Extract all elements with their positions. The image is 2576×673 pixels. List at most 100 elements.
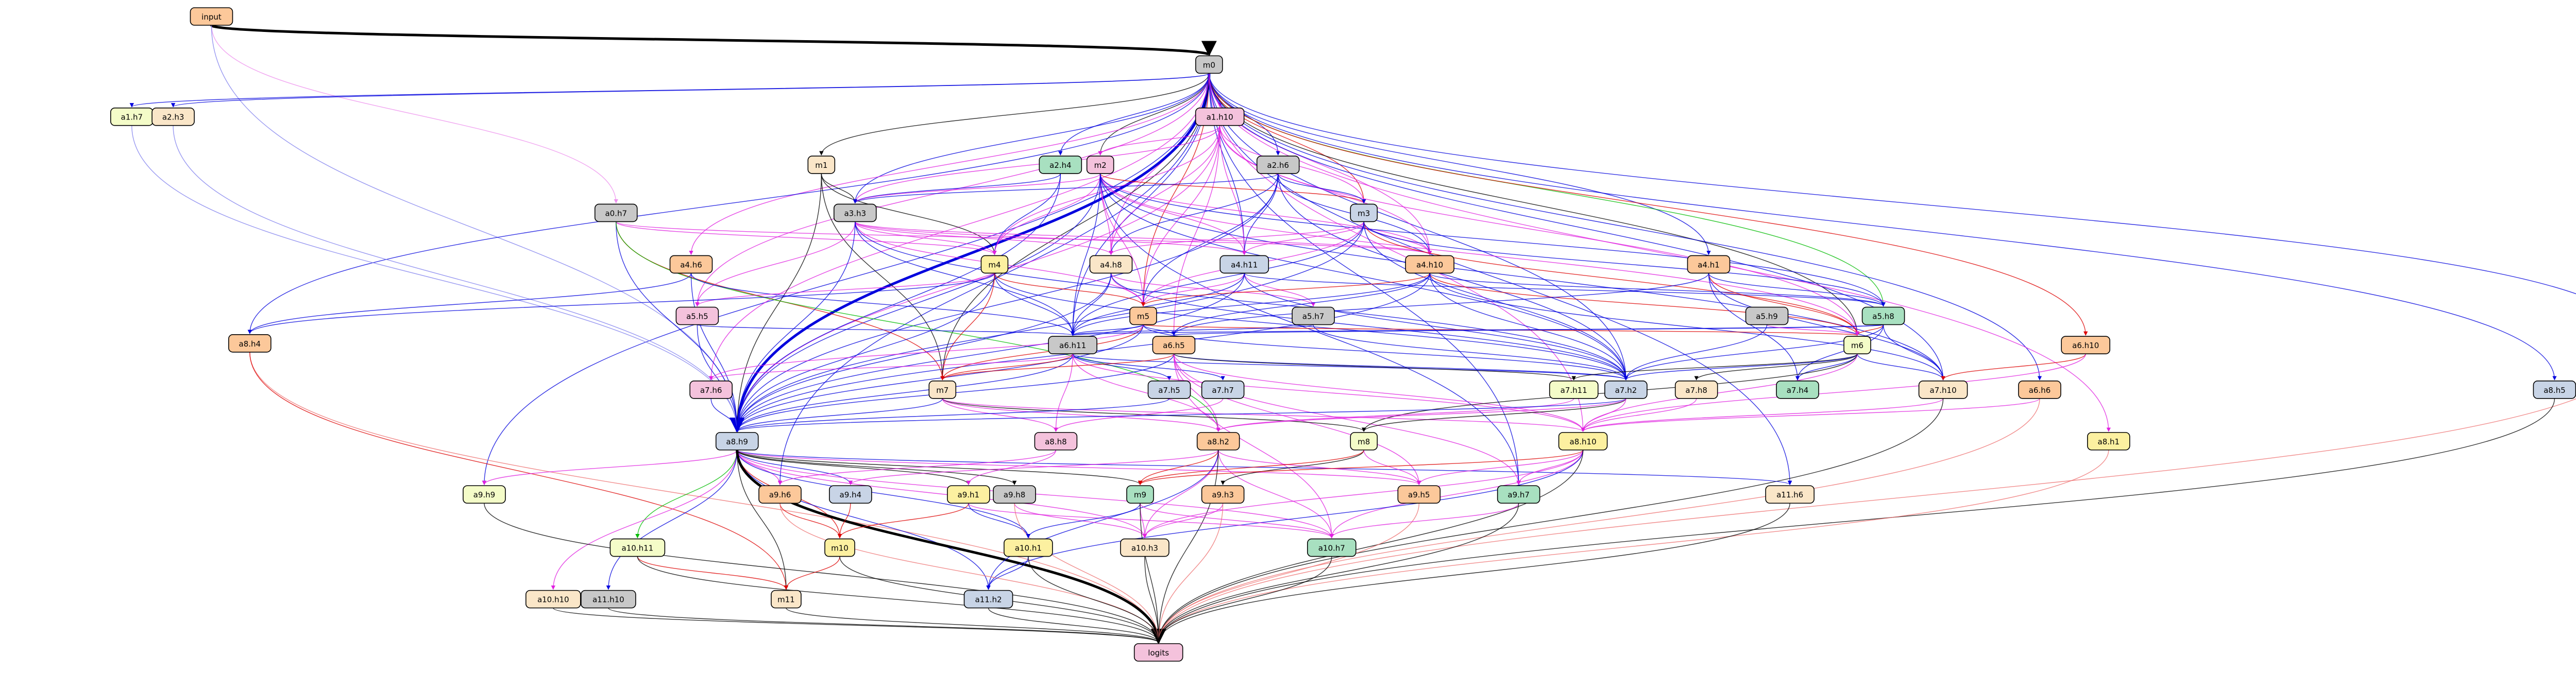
edge-a5.h7-to-a7.h2 <box>1313 324 1628 381</box>
node-a11-h2[interactable]: a11.h2 <box>963 590 1013 609</box>
node-box <box>1201 485 1245 504</box>
node-box <box>963 590 1013 609</box>
node-a7-h10[interactable]: a7.h10 <box>1918 381 1968 399</box>
node-label: m1 <box>815 161 827 170</box>
node-a2-h6[interactable]: a2.h6 <box>1256 156 1300 174</box>
node-a11-h10[interactable]: a11.h10 <box>581 590 636 609</box>
node-a5-h5[interactable]: a5.h5 <box>675 306 719 325</box>
edge-m0-to-a6.h3 <box>1209 73 2576 295</box>
node-box <box>1765 485 1815 504</box>
node-m9[interactable]: m9 <box>1126 485 1154 504</box>
node-m5[interactable]: m5 <box>1129 306 1157 325</box>
node-label: a11.h6 <box>1776 490 1803 499</box>
node-label: a10.h11 <box>622 544 654 553</box>
node-a10-h1[interactable]: a10.h1 <box>1004 538 1053 557</box>
node-m1[interactable]: m1 <box>807 156 836 174</box>
node-box <box>980 255 1009 274</box>
edge-m5-to-a6.h11 <box>1071 324 1144 336</box>
node-a10-h11[interactable]: a10.h11 <box>609 538 666 557</box>
node-m0[interactable]: m0 <box>1195 55 1223 74</box>
edge-a3.h3-to-a6.h11 <box>855 221 1075 336</box>
node-m3[interactable]: m3 <box>1350 203 1378 222</box>
edge-a4.h10-to-a6.h5 <box>1172 273 1430 336</box>
node-a9-h5[interactable]: a9.h5 <box>1397 485 1441 504</box>
node-a10-h7[interactable]: a10.h7 <box>1307 538 1357 557</box>
edge-a7.h2-to-a8.h10 <box>1581 398 1626 432</box>
edge-a6.h10-to-a8.h10 <box>1581 354 2086 432</box>
node-a5-h8[interactable]: a5.h8 <box>1861 306 1905 325</box>
node-a5-h9[interactable]: a5.h9 <box>1745 306 1789 325</box>
edge-m2-to-a9.h7 <box>1099 174 1521 486</box>
node-m2[interactable]: m2 <box>1086 156 1114 174</box>
node-logits[interactable]: logits <box>1133 643 1183 662</box>
edge-a4.h11-to-a5.h8 <box>1244 272 1886 307</box>
edge-a4.h11-to-a6.h11 <box>1070 273 1245 336</box>
edge-a0.h7-to-a4.h10 <box>616 221 1432 255</box>
node-label: a1.h7 <box>121 113 143 122</box>
node-a7-h5[interactable]: a7.h5 <box>1147 381 1191 399</box>
node-a7-h4[interactable]: a7.h4 <box>1776 381 1819 399</box>
node-a8-h2[interactable]: a8.h2 <box>1196 432 1240 451</box>
node-a8-h8[interactable]: a8.h8 <box>1034 432 1078 451</box>
node-a9-h7[interactable]: a9.h7 <box>1497 485 1540 504</box>
edge-m5-to-m7 <box>940 324 1144 381</box>
node-a8-h1[interactable]: a8.h1 <box>2087 432 2130 451</box>
node-a3-h3[interactable]: a3.h3 <box>833 203 877 222</box>
node-label: a10.h7 <box>1318 544 1345 553</box>
edge-a7.h2-to-a8.h9 <box>735 398 1626 432</box>
node-a0-h7[interactable]: a0.h7 <box>594 203 638 222</box>
node-a9-h8[interactable]: a9.h8 <box>993 485 1036 504</box>
node-a6-h11[interactable]: a6.h11 <box>1048 336 1097 354</box>
node-m10[interactable]: m10 <box>824 538 855 557</box>
node-a9-h6[interactable]: a9.h6 <box>758 485 802 504</box>
node-a7-h11[interactable]: a7.h11 <box>1549 381 1599 399</box>
node-box <box>928 381 957 399</box>
node-a8-h4[interactable]: a8.h4 <box>228 334 272 353</box>
node-a5-h7[interactable]: a5.h7 <box>1292 306 1335 325</box>
node-a7-h2[interactable]: a7.h2 <box>1604 381 1648 399</box>
edge-m0-to-a9.h7 <box>1209 73 1521 486</box>
node-a2-h4[interactable]: a2.h4 <box>1039 156 1082 174</box>
edge-m1-to-a8.h9 <box>735 174 822 432</box>
node-label: a9.h6 <box>769 490 791 499</box>
edge-m0-to-a4.h11 <box>1209 73 1247 255</box>
node-a9-h3[interactable]: a9.h3 <box>1201 485 1245 504</box>
node-m6[interactable]: m6 <box>1843 336 1871 354</box>
node-m4[interactable]: m4 <box>980 255 1009 274</box>
node-input[interactable]: input <box>190 7 233 26</box>
node-a4-h10[interactable]: a4.h10 <box>1405 255 1454 274</box>
node-a4-h6[interactable]: a4.h6 <box>669 255 713 274</box>
node-a7-h6[interactable]: a7.h6 <box>689 381 733 399</box>
node-box <box>1549 381 1599 399</box>
node-a1-h7[interactable]: a1.h7 <box>110 107 154 126</box>
edge-m8-to-a9.h5 <box>1363 450 1421 486</box>
node-box <box>1558 432 1608 451</box>
node-a6-h6[interactable]: a6.h6 <box>2018 381 2061 399</box>
node-a6-h10[interactable]: a6.h10 <box>2061 336 2111 354</box>
node-m7[interactable]: m7 <box>928 381 957 399</box>
node-a4-h8[interactable]: a4.h8 <box>1089 255 1133 274</box>
node-a7-h8[interactable]: a7.h8 <box>1674 381 1718 399</box>
node-m8[interactable]: m8 <box>1350 432 1378 451</box>
node-m11[interactable]: m11 <box>771 590 802 609</box>
node-label: a5.h8 <box>1872 312 1894 321</box>
node-a1-h10[interactable]: a1.h10 <box>1195 107 1245 126</box>
node-a4-h1[interactable]: a4.h1 <box>1687 255 1731 274</box>
node-a2-h3[interactable]: a2.h3 <box>151 107 195 126</box>
node-a4-h11[interactable]: a4.h11 <box>1219 255 1269 274</box>
node-a9-h4[interactable]: a9.h4 <box>829 485 872 504</box>
node-a11-h6[interactable]: a11.h6 <box>1765 485 1815 504</box>
node-a6-h5[interactable]: a6.h5 <box>1152 336 1196 354</box>
node-a8-h9[interactable]: a8.h9 <box>715 432 759 451</box>
node-label: a9.h5 <box>1408 490 1430 499</box>
edge-a4.h10-to-a7.h2 <box>1429 273 1629 381</box>
node-a9-h1[interactable]: a9.h1 <box>947 485 990 504</box>
node-a10-h3[interactable]: a10.h3 <box>1120 538 1170 557</box>
node-a9-h9[interactable]: a9.h9 <box>463 485 506 504</box>
node-a8-h5[interactable]: a8.h5 <box>2533 381 2576 399</box>
node-a10-h10[interactable]: a10.h10 <box>525 590 581 609</box>
node-a7-h7[interactable]: a7.h7 <box>1201 381 1245 399</box>
node-a8-h10[interactable]: a8.h10 <box>1558 432 1608 451</box>
node-box <box>1086 156 1114 174</box>
edge-m0-to-a8.h9 <box>729 73 1211 433</box>
